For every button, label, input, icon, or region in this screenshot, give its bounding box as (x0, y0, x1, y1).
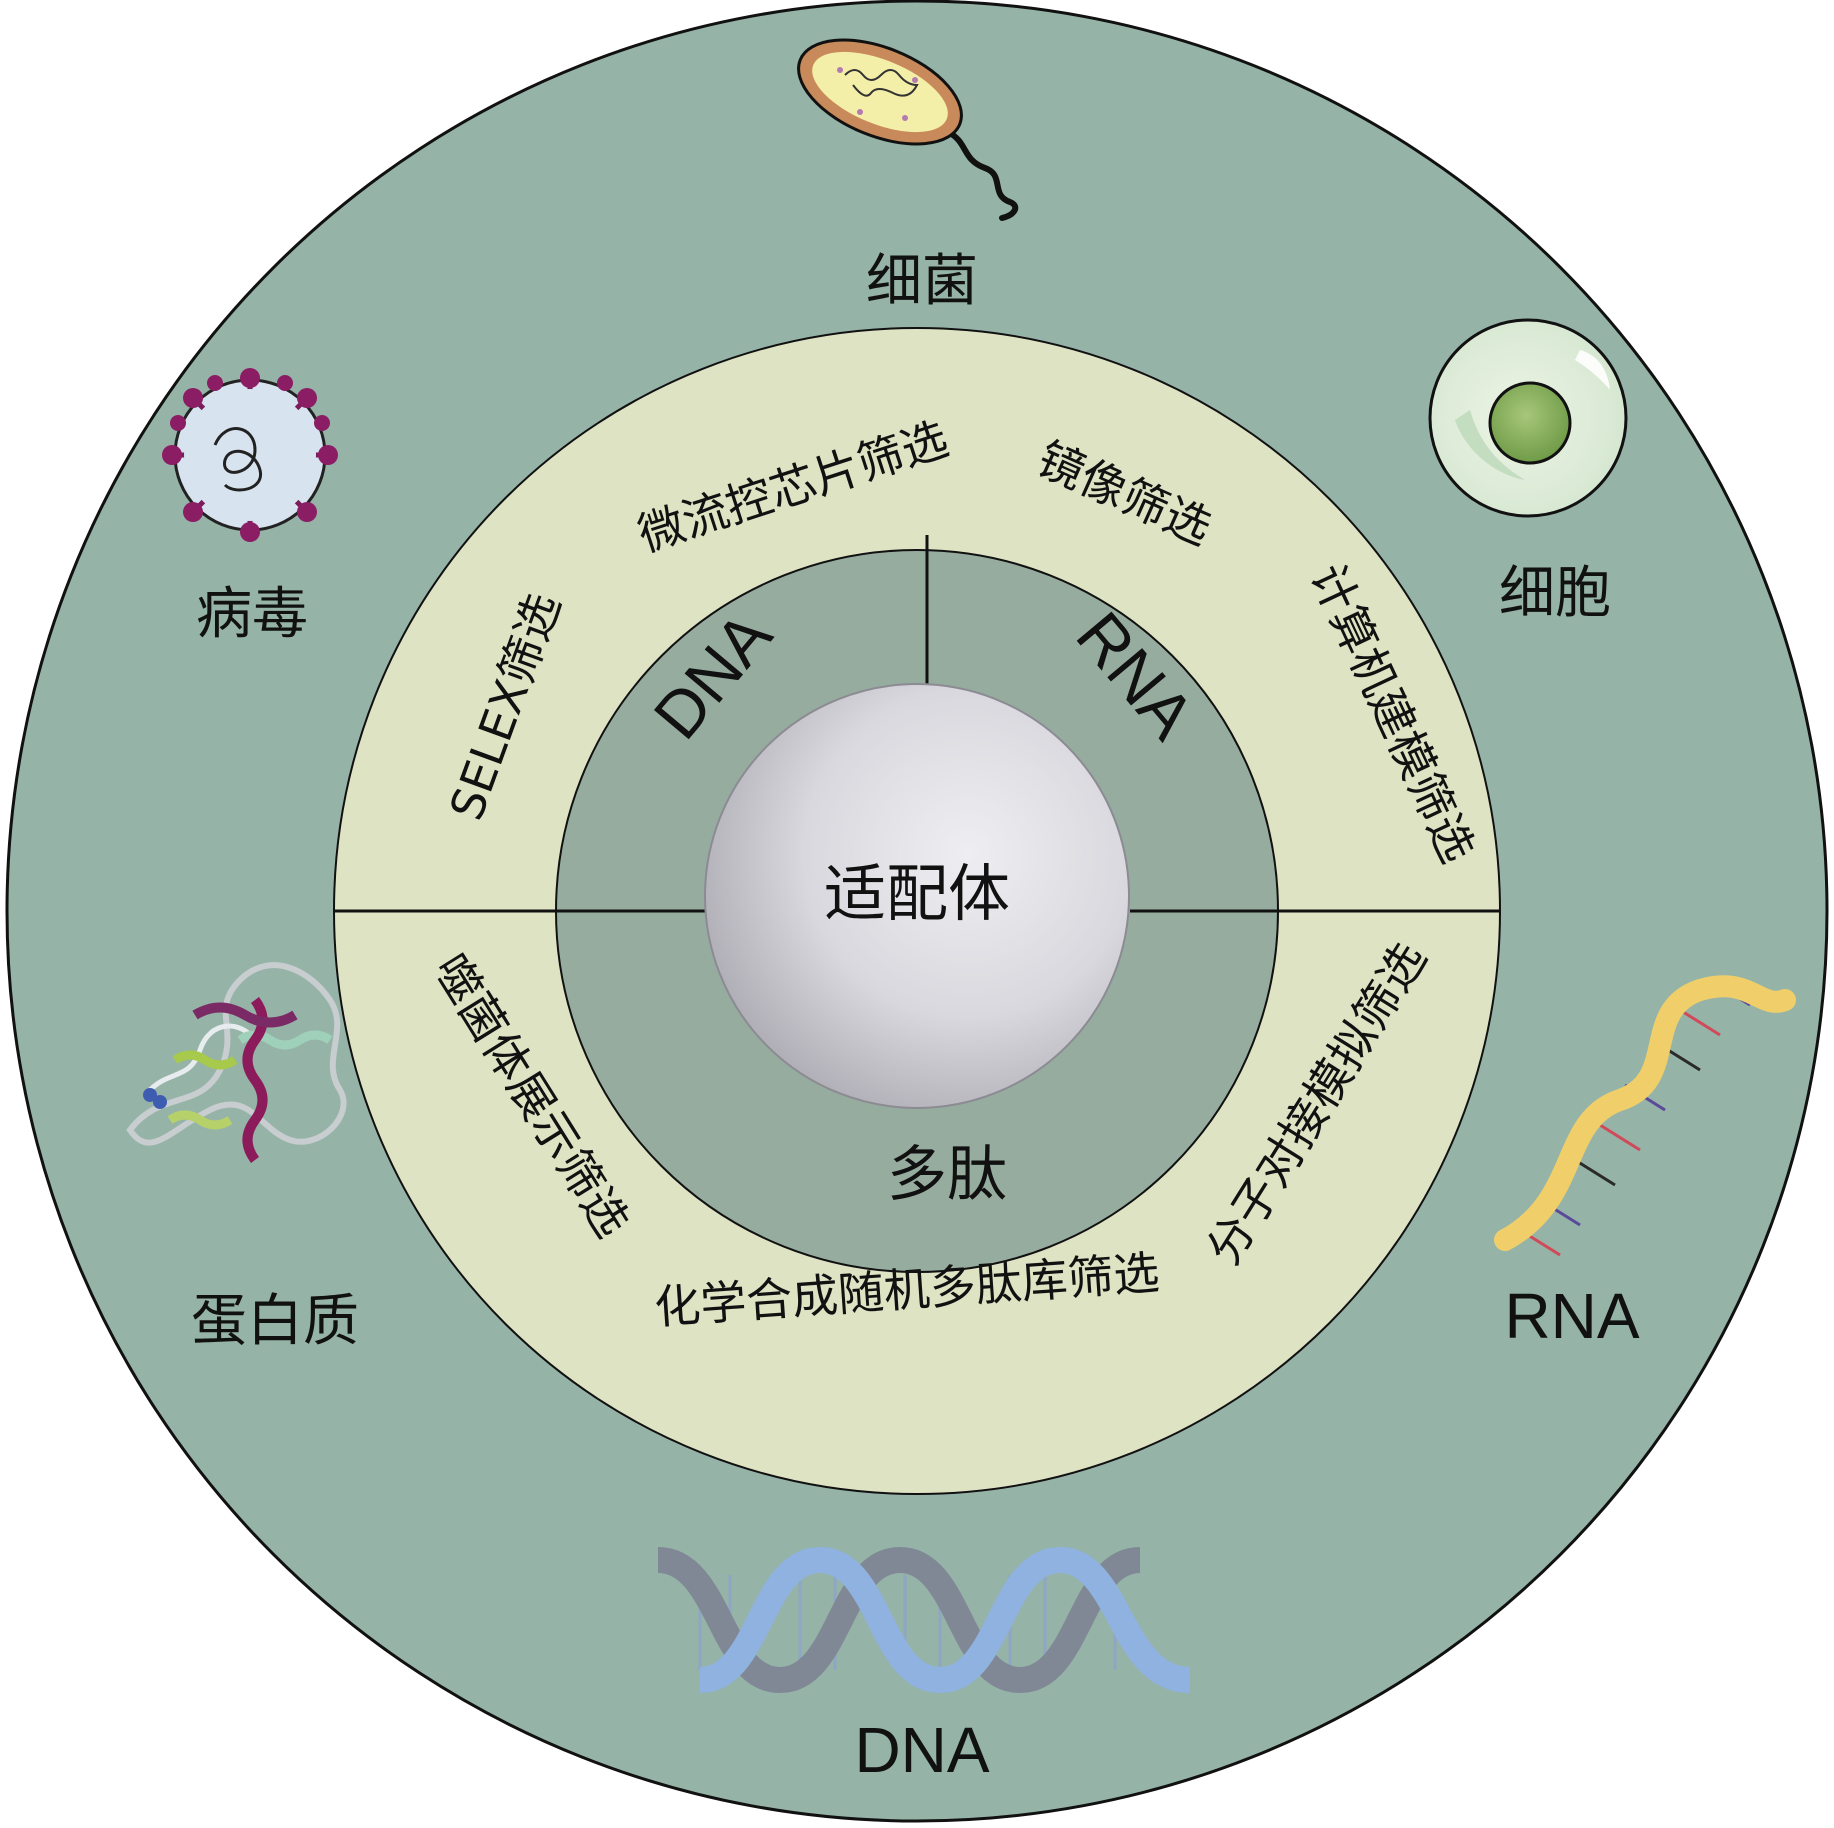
target-cell-label: 细胞 (1499, 561, 1611, 626)
center-label: 适配体 (824, 857, 1010, 930)
type-label-peptide: 多肽 (887, 1140, 1007, 1210)
target-rna-label: RNA (1504, 1280, 1639, 1352)
dna-helix-icon (656, 1546, 1192, 1694)
cell-icon (1428, 318, 1628, 518)
rna-helix-icon (1494, 975, 1796, 1257)
target-dna-label: DNA (854, 1714, 989, 1786)
center-disc (704, 683, 1130, 1109)
target-protein-label: 蛋白质 (191, 1289, 359, 1354)
target-bacteria-label: 细菌 (866, 249, 978, 314)
bacteria-icon (797, 38, 1019, 221)
target-virus-label: 病毒 (196, 582, 308, 647)
protein-icon (126, 962, 347, 1163)
virus-icon (162, 368, 338, 542)
